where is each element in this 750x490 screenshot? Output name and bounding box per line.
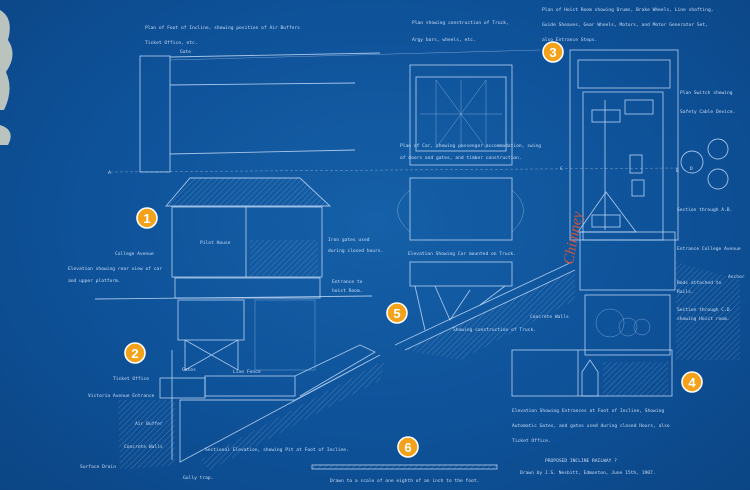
label-section-cd: Section through C.D. <box>677 307 732 313</box>
label-section-cd-2: showing Hoist room. <box>677 316 730 322</box>
label-truck-construction: Showing construction of Truck. <box>453 327 536 333</box>
chimney-annotation: Chimney <box>561 210 586 266</box>
label-iron-gates: Iron gates used <box>328 237 370 243</box>
marker-6[interactable]: 6 <box>397 436 419 458</box>
label-rear-view-2: and upper platform. <box>68 278 121 284</box>
label-foot-plan: Plan of Foot of Incline, showing positio… <box>145 25 300 31</box>
marker-6-label: 6 <box>404 440 411 455</box>
label-scale-note: Drawn to a scale of one eighth of an inc… <box>330 478 479 484</box>
label-rods: Rods attached to <box>677 280 721 286</box>
label-hoist-plan-3: also Entrance Steps. <box>542 37 597 43</box>
label-gates: Gates <box>182 367 196 373</box>
label-concrete-walls-top: Concrete Walls <box>530 314 569 320</box>
label-surface-drain: Surface Drain <box>80 464 116 470</box>
label-rods-2: Rails. <box>677 289 694 295</box>
label-car-on-truck: Elevation Showing Car mounted on Truck. <box>408 251 516 257</box>
marker-2[interactable]: 2 <box>124 342 146 364</box>
label-gully-trap: Gully trap. <box>183 475 213 481</box>
label-victoria-entrance: Victoria Avenue Entrance <box>88 393 155 399</box>
label-entrances: Elevation Showing Entrances at Foot of I… <box>512 408 664 414</box>
marker-3-label: 3 <box>549 45 556 60</box>
pilot-house-elevation <box>94 177 373 371</box>
marker-3[interactable]: 3 <box>542 41 564 63</box>
marker-2-label: 2 <box>131 346 138 361</box>
sectional-elevation <box>118 344 385 470</box>
label-point-c: C <box>560 166 563 172</box>
label-air-buffer: Air Buffer <box>135 421 163 427</box>
label-point-a: A <box>108 170 111 176</box>
label-sectional-elevation: Sectional Elevation, showing Pit at Foot… <box>205 447 349 453</box>
marker-1[interactable]: 1 <box>136 207 158 229</box>
label-concrete-walls-bottom: Concrete Walls <box>124 444 163 450</box>
scale-bar <box>311 464 498 470</box>
drawing-title: PROPOSED INCLINE RAILWAY ? <box>545 458 617 464</box>
label-college-avenue: College Avenue <box>115 251 154 257</box>
labels: Plan of Foot of Incline, showing positio… <box>68 7 745 484</box>
marker-5[interactable]: 5 <box>386 302 408 324</box>
car-elevation <box>397 177 524 331</box>
label-hoist-entrance-2: hoist Room. <box>332 288 362 294</box>
marker-4[interactable]: 4 <box>681 371 703 393</box>
label-point-d: D <box>690 166 693 172</box>
label-switch-2: Safety Cable Device. <box>680 109 735 115</box>
label-ticket-office: Ticket Office <box>113 376 149 382</box>
marker-4-label: 4 <box>688 375 696 390</box>
torn-edge <box>0 10 13 145</box>
label-anchor: Anchor <box>728 274 745 280</box>
foot-plan-drawing <box>109 49 681 173</box>
label-rear-view: Elevation showing rear view of car <box>68 266 162 272</box>
marker-5-label: 5 <box>393 306 400 321</box>
label-hoist-entrance: Entrance to <box>332 279 363 285</box>
truck-plan-drawing <box>409 64 513 166</box>
label-entrances-2: Automatic Gates, and gates used during c… <box>512 423 670 429</box>
label-entrances-3: Ticket Office. <box>512 438 551 444</box>
label-point-b: B <box>676 168 679 174</box>
label-iron-gates-2: during closed hours. <box>328 248 383 254</box>
label-hoist-plan-2: Guide Sheaves, Gear Wheels, Motors, and … <box>542 22 708 28</box>
hoist-plan-drawing <box>569 49 729 241</box>
label-car-plan: Plan of Car, showing passenger accommoda… <box>400 143 541 149</box>
label-switch: Plan Switch showing <box>680 90 733 96</box>
label-drawn-by: Drawn by J.S. Nesbitt, Edmonton, June 15… <box>520 470 656 476</box>
label-section-ab: Section through A.B. <box>677 207 732 213</box>
label-line-fence: Line Fence <box>233 369 261 375</box>
label-entrance-college: Entrance College Avenue <box>677 246 741 252</box>
marker-1-label: 1 <box>143 211 150 226</box>
label-pilot-house: Pilot House <box>200 240 231 246</box>
incline-section <box>394 191 740 360</box>
label-car-plan-2: of doors and gates, and timber construct… <box>400 155 522 161</box>
label-truck-plan: Plan showing construction of Truck, <box>412 20 509 26</box>
label-gate: Gate <box>180 49 191 55</box>
label-hoist-plan: Plan of Hoist Room showing Drums, Brake … <box>542 7 713 13</box>
label-truck-plan-2: Argy bars, wheels, etc. <box>412 37 476 43</box>
label-foot-plan-2: Ticket Office, etc. <box>145 40 198 46</box>
entrances-elevation <box>511 349 673 397</box>
